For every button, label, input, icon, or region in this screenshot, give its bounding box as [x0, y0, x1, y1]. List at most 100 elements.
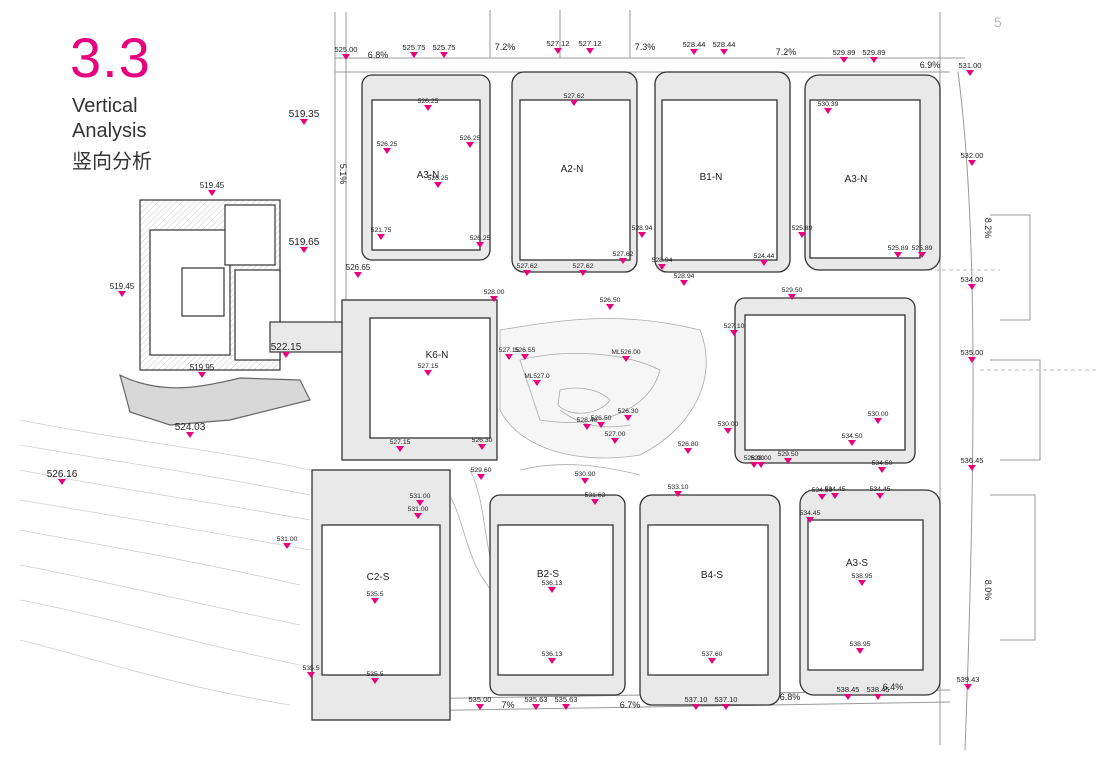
triangle-down-icon: [548, 658, 556, 664]
elevation-marker: 535.63: [525, 695, 547, 710]
triangle-down-icon: [874, 418, 882, 424]
elevation-marker: 522.15: [271, 342, 302, 358]
elevation-marker: 528.00: [751, 455, 772, 468]
unit-label: A2-N: [561, 164, 584, 175]
triangle-down-icon: [521, 354, 529, 360]
svg-text:531.00: 531.00: [959, 61, 982, 70]
elevation-marker: 536.45: [961, 456, 983, 471]
elevation-marker: 526.25: [470, 235, 491, 248]
triangle-down-icon: [583, 424, 591, 430]
svg-text:519.35: 519.35: [289, 109, 320, 120]
svg-text:528.94: 528.94: [652, 257, 673, 264]
svg-text:527.10: 527.10: [724, 323, 745, 330]
svg-text:538.95: 538.95: [850, 641, 871, 648]
elevation-marker: 526.50: [591, 415, 612, 428]
svg-text:537.10: 537.10: [685, 695, 708, 704]
svg-text:531.00: 531.00: [277, 536, 298, 543]
elevation-marker: 525.75: [433, 43, 455, 58]
elevation-marker: 534.50: [842, 433, 863, 446]
svg-text:526.30: 526.30: [472, 437, 493, 444]
k6-house: [341, 299, 498, 461]
svg-text:527.12: 527.12: [547, 39, 570, 48]
triangle-down-icon: [396, 446, 404, 452]
elevation-marker: 526.80: [678, 441, 699, 454]
elevation-marker: 535.5: [302, 665, 320, 678]
elevation-marker: 524.44: [754, 253, 775, 266]
svg-text:521.75: 521.75: [371, 227, 392, 234]
svg-text:524.03: 524.03: [175, 422, 206, 433]
triangle-down-icon: [724, 428, 732, 434]
svg-text:531.63: 531.63: [585, 492, 606, 499]
property-boundary: [900, 269, 1097, 371]
elevation-marker: 528.94: [674, 273, 695, 286]
triangle-down-icon: [622, 356, 630, 362]
triangle-down-icon: [968, 284, 976, 290]
elevation-marker: 537.10: [715, 695, 737, 710]
svg-text:528.40: 528.40: [577, 417, 598, 424]
section-title-line-2: Analysis: [72, 120, 147, 142]
svg-text:530.90: 530.90: [575, 471, 596, 478]
unit-label: A3-S: [846, 558, 869, 569]
elevation-marker: 526.25: [428, 175, 449, 188]
slope-label: 7.3%: [635, 42, 656, 52]
slope-label: 6.4%: [883, 682, 904, 692]
triangle-down-icon: [624, 415, 632, 421]
elevation-marker: 527.15: [390, 439, 411, 452]
triangle-down-icon: [818, 494, 826, 500]
triangle-down-icon: [708, 658, 716, 664]
svg-text:525.89: 525.89: [792, 225, 813, 232]
elevation-marker: 527.15: [499, 347, 520, 360]
elevation-marker: 536.13: [542, 651, 563, 664]
elevation-marker: 534.45: [800, 510, 821, 523]
slope-label: 8.2%: [983, 218, 993, 239]
elevation-marker: 528.44: [683, 40, 705, 55]
triangle-down-icon: [858, 580, 866, 586]
elevation-marker: 525.89: [792, 225, 813, 238]
svg-text:529.50: 529.50: [782, 287, 803, 294]
svg-text:534.45: 534.45: [825, 486, 846, 493]
elevation-marker: 530.00: [718, 421, 739, 434]
elevation-marker: 534.50: [812, 487, 833, 500]
elevation-marker: 535.5: [366, 591, 384, 604]
triangle-down-icon: [186, 432, 194, 438]
slope-label: 8.0%: [983, 580, 993, 601]
svg-text:534.50: 534.50: [812, 487, 833, 494]
elevation-marker: 525.75: [403, 43, 425, 58]
svg-text:527.62: 527.62: [517, 263, 538, 270]
triangle-down-icon: [523, 270, 531, 276]
elevation-marker: 525.89: [888, 245, 909, 258]
svg-text:535.5: 535.5: [366, 671, 383, 678]
svg-text:532.00: 532.00: [961, 151, 984, 160]
north-houses: [361, 71, 941, 273]
elevation-marker: 538.95: [852, 573, 873, 586]
triangle-down-icon: [831, 493, 839, 499]
elevation-marker: 538.45: [837, 685, 859, 700]
elevation-marker: 538.45: [867, 685, 889, 700]
elevation-marker: 530.39: [818, 101, 839, 114]
elevation-marker: 538.95: [850, 641, 871, 654]
triangle-down-icon: [690, 49, 698, 55]
elevation-marker: 535.5: [366, 671, 384, 684]
elevation-marker: 533.10: [668, 484, 689, 497]
elevation-marker: 531.00: [277, 536, 298, 549]
triangle-down-icon: [844, 694, 852, 700]
triangle-down-icon: [414, 513, 422, 519]
triangle-down-icon: [684, 448, 692, 454]
elevation-marker: 528.94: [652, 257, 673, 270]
svg-text:527.62: 527.62: [573, 263, 594, 270]
slope-label: 7.2%: [495, 42, 516, 52]
svg-text:526.55: 526.55: [515, 347, 536, 354]
triangle-down-icon: [579, 270, 587, 276]
elevation-marker: ML526.00: [612, 349, 641, 362]
svg-text:526.50: 526.50: [600, 297, 621, 304]
slope-label: 7.2%: [776, 47, 797, 57]
triangle-down-icon: [118, 291, 126, 297]
elevation-marker: 526.55: [515, 347, 536, 360]
slope-label: 5.1%: [338, 164, 348, 185]
unit-label: A3-N: [845, 174, 868, 185]
svg-text:519.45: 519.45: [110, 282, 135, 291]
slope-label: 6.8%: [780, 692, 801, 702]
triangle-down-icon: [554, 48, 562, 54]
svg-text:519.95: 519.95: [190, 363, 215, 372]
triangle-down-icon: [968, 465, 976, 471]
